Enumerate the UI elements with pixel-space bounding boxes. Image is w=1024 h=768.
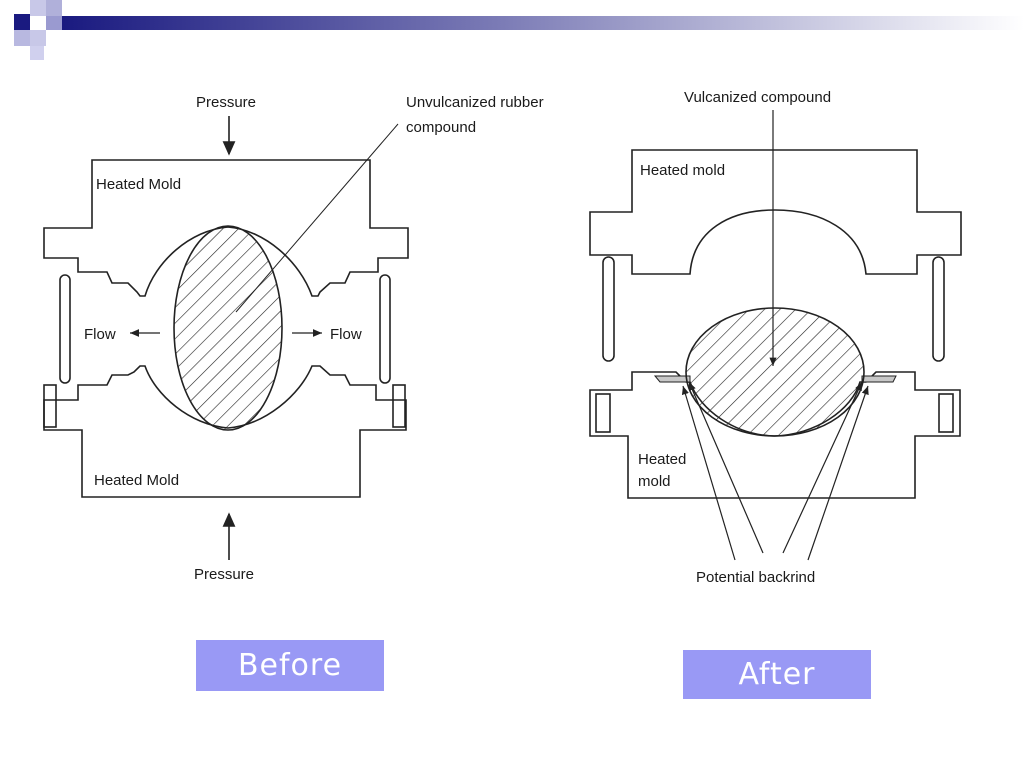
header-square-dark bbox=[14, 14, 30, 30]
after-compound-label: Vulcanized compound bbox=[684, 89, 831, 106]
before-right-pin bbox=[379, 274, 391, 384]
before-labels: Pressure Unvulcanized rubber compound He… bbox=[84, 94, 544, 583]
after-right-backrind bbox=[861, 375, 897, 383]
header-decoration bbox=[14, 0, 1024, 60]
header-square-light-4 bbox=[30, 30, 46, 46]
before-flow-left-label: Flow bbox=[84, 326, 116, 343]
after-heated-mold-bottom-label-1: Heated bbox=[638, 451, 686, 468]
after-heated-mold-top-label: Heated mold bbox=[640, 162, 725, 179]
after-backrind-leader-4 bbox=[807, 385, 869, 561]
before-heated-mold-top-label: Heated Mold bbox=[96, 176, 181, 193]
before-left-pin bbox=[59, 274, 71, 384]
before-right-guide bbox=[392, 384, 406, 428]
header-square-light-3 bbox=[46, 16, 62, 30]
before-pressure-top-label: Pressure bbox=[196, 94, 256, 111]
after-left-pin bbox=[602, 256, 615, 362]
before-diagram bbox=[43, 116, 409, 560]
before-flow-right-label: Flow bbox=[330, 326, 362, 343]
after-labels: Vulcanized compound Heated mold Heated m… bbox=[638, 89, 831, 586]
after-backrind-leader-3 bbox=[782, 381, 863, 554]
header-square-light-1 bbox=[30, 0, 46, 16]
after-heated-mold-bottom-label-2: mold bbox=[638, 473, 671, 490]
after-backrind-leader-1 bbox=[688, 381, 764, 554]
after-diagram bbox=[589, 110, 962, 561]
after-left-backrind bbox=[653, 375, 691, 383]
after-backrind-label: Potential backrind bbox=[696, 569, 815, 586]
header-square-light-5 bbox=[14, 30, 30, 46]
after-right-guide bbox=[938, 393, 954, 433]
after-top-mold bbox=[589, 149, 962, 275]
before-pressure-bottom-label: Pressure bbox=[194, 566, 254, 583]
header-square-light-2 bbox=[46, 0, 62, 16]
after-backrind-leader-2 bbox=[681, 385, 736, 561]
before-compound-ellipse bbox=[173, 225, 283, 431]
header-square-light-6 bbox=[30, 46, 44, 60]
before-compound-label-2: compound bbox=[406, 119, 476, 136]
before-compound-label-1: Unvulcanized rubber bbox=[406, 94, 544, 111]
before-compound-leader bbox=[235, 123, 399, 313]
after-caption: After bbox=[683, 650, 871, 699]
after-left-guide bbox=[595, 393, 611, 433]
before-heated-mold-bottom-label: Heated Mold bbox=[94, 472, 179, 489]
header-gradient-bar bbox=[62, 16, 1024, 30]
before-caption: Before bbox=[196, 640, 384, 691]
after-right-pin bbox=[932, 256, 945, 362]
before-left-guide bbox=[43, 384, 57, 428]
after-compound-ellipse bbox=[685, 307, 865, 437]
